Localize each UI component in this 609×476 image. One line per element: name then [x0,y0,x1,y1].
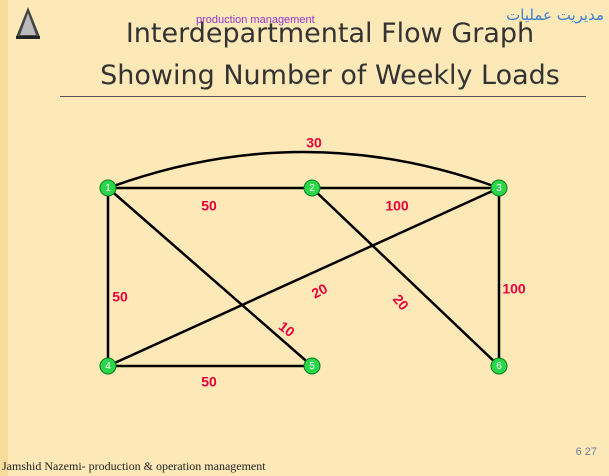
edge-label-1-4: 50 [112,289,128,305]
node-label-4: 4 [105,361,111,372]
edge-2-6 [311,187,500,367]
node-label-1: 1 [105,183,111,194]
edge-label-1-2: 50 [201,198,217,214]
edge-1-5 [107,187,313,367]
slide-left-border [0,0,8,476]
logo-icon [16,7,40,39]
node-label-6: 6 [496,361,502,372]
page-number: 6 27 [575,446,597,458]
node-label-2: 2 [309,183,315,194]
edge-label-3-6: 100 [502,281,526,297]
page-title-line-2: Showing Number of Weekly Loads [100,60,560,91]
edge-label-4-5: 50 [201,374,217,390]
title-underline [60,96,586,97]
edge-label-2-3: 100 [385,198,409,214]
page-title-line-1: Interdepartmental Flow Graph [125,18,535,49]
edge-label-2-6: 20 [390,291,412,313]
node-3 [490,179,508,197]
node-label-5: 5 [309,361,315,372]
edge-label-4-3: 20 [309,280,330,302]
edge-4-3 [107,186,500,368]
node-1 [99,179,117,197]
node-4 [99,357,117,375]
node-5 [303,357,321,375]
overlay-arabic-text: مدیریت عملیات [506,6,604,24]
node-label-3: 3 [496,183,502,194]
edge-label-1-3: 30 [306,135,322,151]
footer-text: Jamshid Nazemi- production & operation m… [2,459,266,473]
node-6 [490,357,508,375]
edge-1-3 [107,150,500,190]
node-2 [303,179,321,197]
overlay-english-text: production management [196,14,315,26]
